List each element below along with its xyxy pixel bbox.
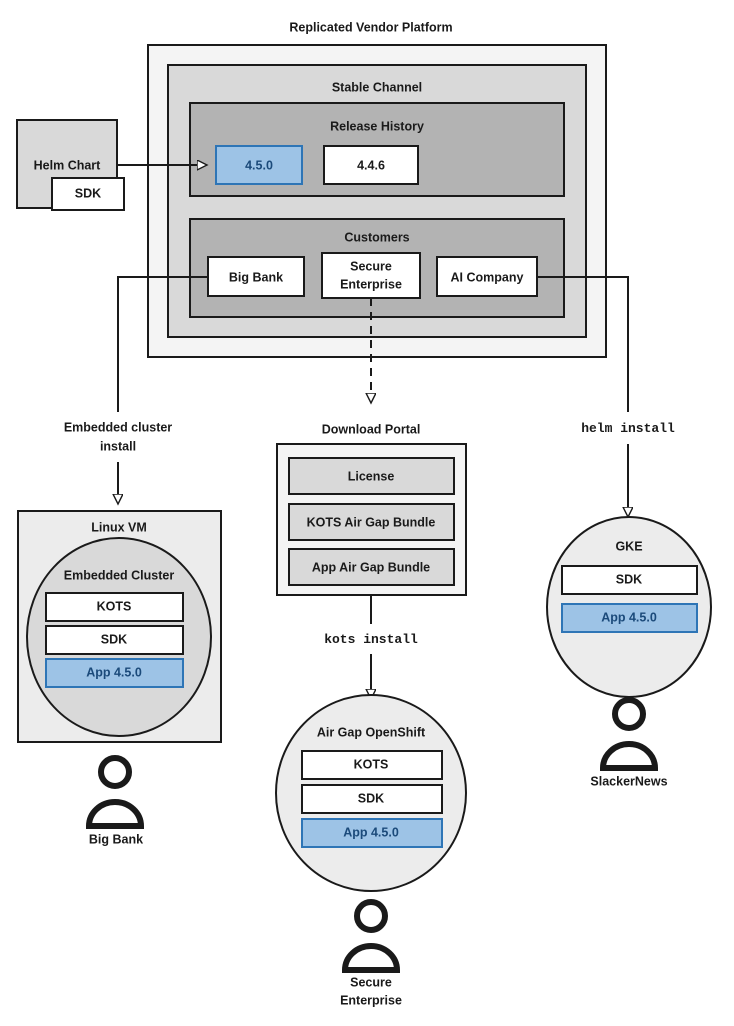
customer-secure-enterprise-label-line2: Enterprise: [340, 277, 402, 291]
customer-ai-company-label: AI Company: [451, 270, 524, 284]
release-history-label: Release History: [330, 119, 424, 133]
air-gap-openshift-label: Air Gap OpenShift: [317, 725, 426, 739]
customer-secure-enterprise-label-line1: Secure: [350, 259, 392, 273]
openshift-component-sdk-label: SDK: [358, 791, 384, 805]
linux-vm-component-sdk[interactable]: [45, 625, 184, 655]
helm-chart-sdk-label: SDK: [75, 186, 101, 200]
page-title: Replicated Vendor Platform: [289, 20, 452, 34]
helm-install-label: helm install: [581, 421, 675, 436]
download-portal-label: Download Portal: [322, 422, 421, 436]
customer-big-bank-label: Big Bank: [229, 270, 283, 284]
gke-label: GKE: [615, 539, 642, 553]
gke-component-app[interactable]: [561, 603, 698, 633]
user-secure-enterprise-label-line1: Secure: [350, 975, 392, 989]
helm-chart-sdk-box[interactable]: [51, 177, 125, 211]
linux-vm-label: Linux VM: [91, 520, 147, 534]
artifact-app-air-gap-bundle-label: App Air Gap Bundle: [312, 560, 430, 574]
user-secure-enterprise-label-line2: Enterprise: [340, 993, 402, 1007]
release-4-5-0-label: 4.5.0: [245, 158, 273, 172]
customers-label: Customers: [344, 230, 409, 244]
linux-vm-component-app-label: App 4.5.0: [86, 665, 142, 679]
user-slackernews-label: SlackerNews: [590, 774, 667, 788]
artifact-app-air-gap-bundle[interactable]: [288, 548, 455, 586]
artifact-license[interactable]: [288, 457, 455, 495]
gke-component-app-label: App 4.5.0: [601, 610, 657, 624]
linux-vm-component-app[interactable]: [45, 658, 184, 688]
openshift-component-sdk[interactable]: [301, 784, 443, 814]
kots-install-label: kots install: [324, 632, 418, 647]
linux-vm-component-kots-label: KOTS: [97, 599, 132, 613]
user-big-bank-label: Big Bank: [89, 832, 143, 846]
user-big-bank-avatar: [85, 755, 145, 829]
user-slackernews-avatar: [599, 697, 659, 771]
artifact-kots-air-gap-bundle[interactable]: [288, 503, 455, 541]
linux-vm-component-kots[interactable]: [45, 592, 184, 622]
artifact-kots-air-gap-bundle-label: KOTS Air Gap Bundle: [307, 515, 436, 529]
big-bank-connector: [117, 276, 208, 412]
artifact-license-label: License: [348, 469, 395, 483]
linux-vm-component-sdk-label: SDK: [101, 632, 127, 646]
ai-company-connector: [537, 276, 629, 412]
openshift-component-app-label: App 4.5.0: [343, 825, 399, 839]
gke-component-sdk[interactable]: [561, 565, 698, 595]
openshift-component-app[interactable]: [301, 818, 443, 848]
customer-secure-enterprise[interactable]: [321, 252, 421, 299]
customer-ai-company[interactable]: [436, 256, 538, 297]
release-4-4-6-label: 4.4.6: [357, 158, 385, 172]
gke-component-sdk-label: SDK: [616, 572, 642, 586]
embedded-cluster-install-label-line1: Embedded cluster: [64, 420, 172, 434]
release-4-5-0[interactable]: [215, 145, 303, 185]
openshift-component-kots[interactable]: [301, 750, 443, 780]
embedded-cluster-label: Embedded Cluster: [64, 568, 175, 582]
release-4-4-6[interactable]: [323, 145, 419, 185]
embedded-cluster-install-label-line2: install: [100, 439, 136, 453]
customer-big-bank[interactable]: [207, 256, 305, 297]
user-secure-enterprise-avatar: [341, 899, 401, 973]
stable-channel-label: Stable Channel: [332, 80, 422, 94]
openshift-component-kots-label: KOTS: [354, 757, 389, 771]
helm-chart-label: Helm Chart: [34, 158, 102, 172]
